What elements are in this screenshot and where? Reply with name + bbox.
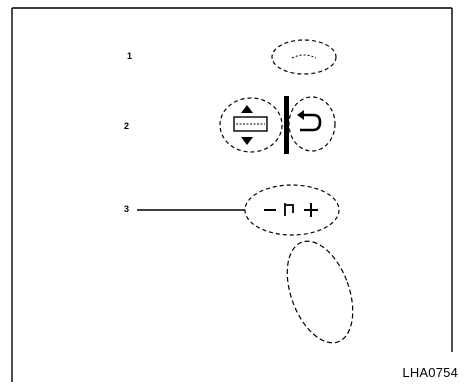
back-return-icon — [297, 110, 322, 132]
button-2 — [219, 96, 336, 154]
figure-frame — [11, 7, 453, 382]
callout-1: 1 — [127, 51, 133, 61]
button-1 — [271, 39, 337, 75]
callout-2: 2 — [124, 121, 130, 131]
blank-button-icon — [291, 54, 317, 59]
up-down-mode-icon — [233, 105, 268, 145]
volume-minus-plus-icon — [264, 203, 318, 217]
lower-button — [286, 240, 354, 344]
button-3 — [244, 184, 340, 236]
separator-bar — [284, 96, 289, 154]
figure-code: LHA0754 — [402, 365, 458, 380]
callout-3: 3 — [124, 204, 130, 214]
blank-oval-button-icon — [286, 240, 354, 344]
